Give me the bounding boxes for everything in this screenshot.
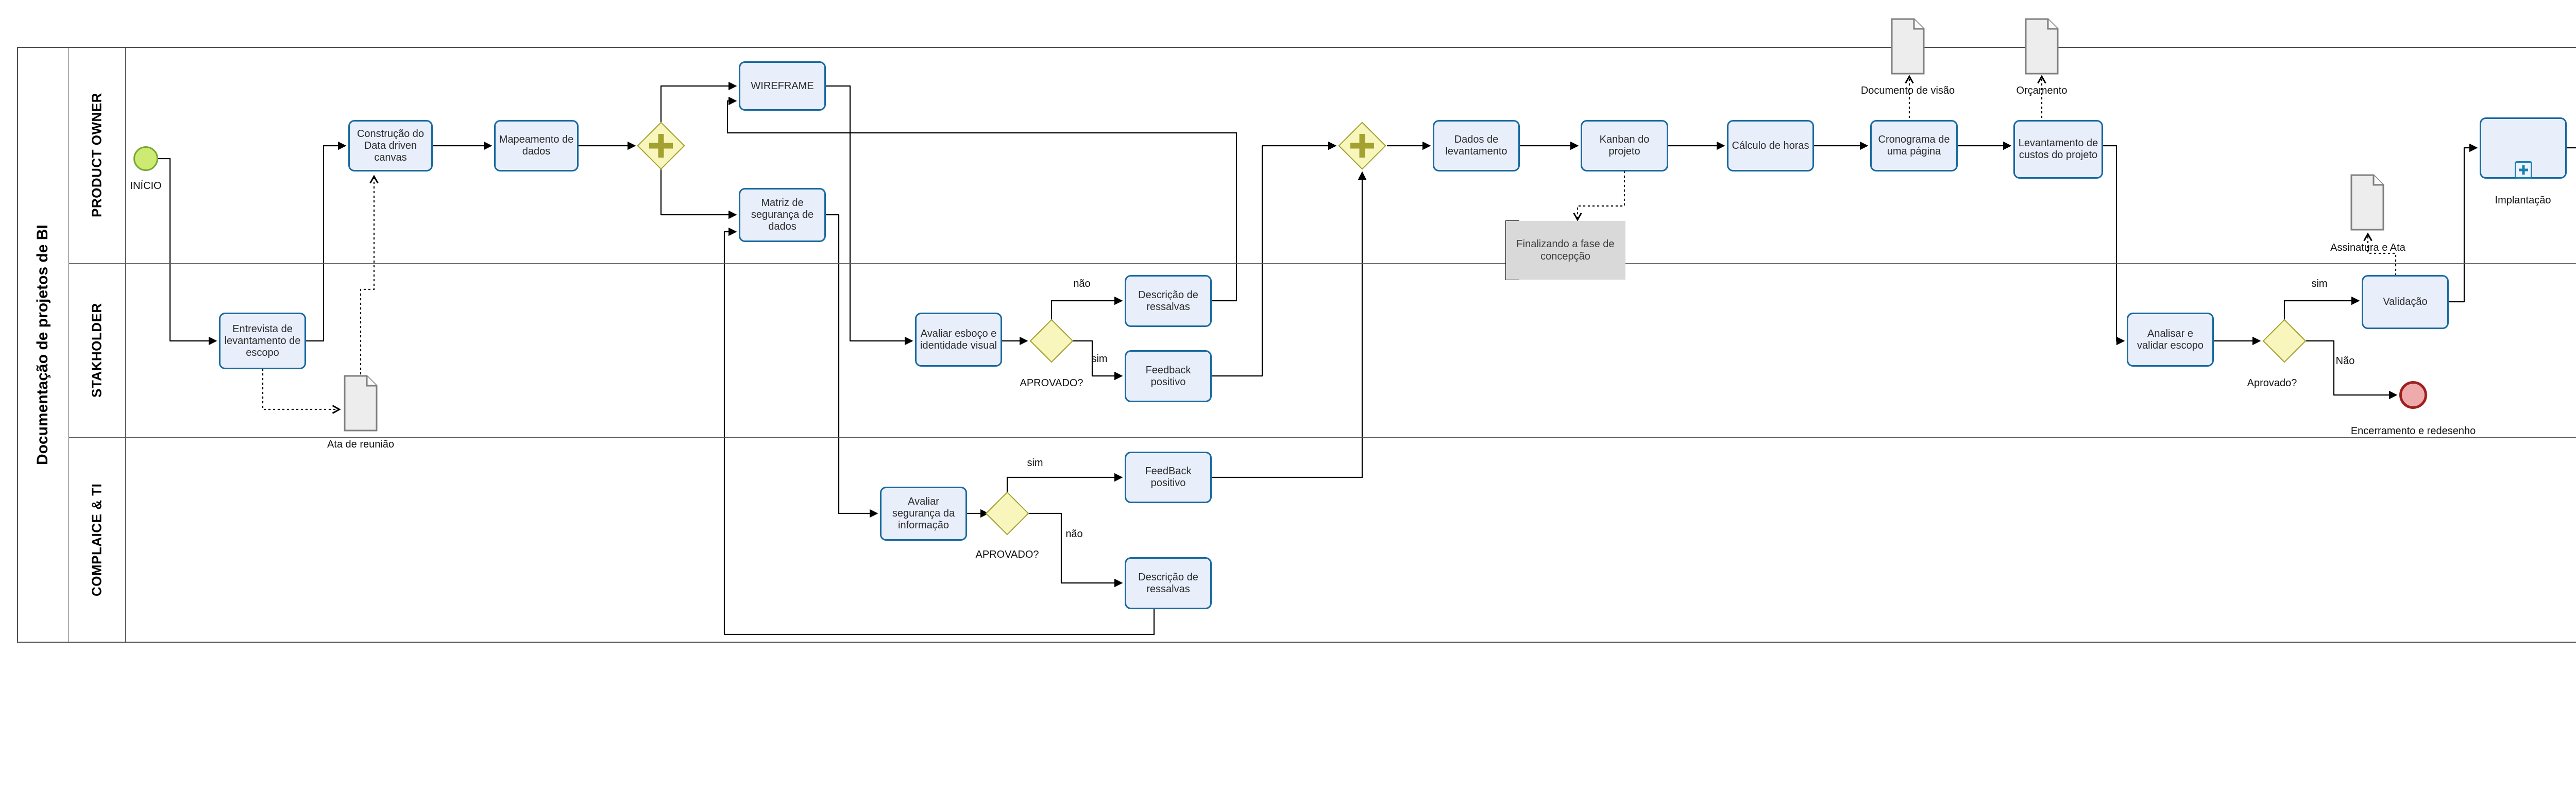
subprocess-plus-icon[interactable] bbox=[2514, 161, 2532, 179]
task-matriz-seguranca[interactable]: Matriz de segurança de dados bbox=[739, 188, 826, 242]
doc-label: Documento de visão bbox=[1860, 85, 1955, 96]
lane-divider-1 bbox=[69, 263, 2576, 264]
gateway-aprovado-escopo[interactable] bbox=[2262, 319, 2307, 363]
edge-label-nao: não bbox=[1065, 528, 1083, 540]
task-label: Analisar e validar escopo bbox=[2137, 328, 2204, 351]
task-label: Descrição de ressalvas bbox=[1138, 289, 1198, 313]
doc-label: Assinatura e Ata bbox=[2330, 242, 2405, 253]
gateway-diamond bbox=[985, 491, 1029, 536]
task-kanban-projeto[interactable]: Kanban do projeto bbox=[1581, 120, 1668, 171]
edge-label-nao: Não bbox=[2335, 355, 2355, 367]
edge-label-sim: sim bbox=[2311, 278, 2328, 289]
task-entrevista-escopo[interactable]: Entrevista de levantamento de escopo bbox=[219, 313, 306, 369]
task-calculo-horas[interactable]: Cálculo de horas bbox=[1727, 120, 1814, 171]
gateway-aprovado-seguranca[interactable] bbox=[985, 491, 1029, 536]
doc-label: Ata de reunião bbox=[327, 439, 395, 450]
task-cronograma[interactable]: Cronograma de uma página bbox=[1870, 120, 1958, 171]
end-encerramento-label: Encerramento e redesenho bbox=[2350, 425, 2476, 437]
end-event-encerramento[interactable] bbox=[2399, 381, 2427, 409]
edge-label-nao: não bbox=[1073, 278, 1091, 289]
text-annotation-finalizando[interactable]: Finalizando a fase de concepção bbox=[1505, 220, 1625, 280]
lane-divider-2 bbox=[69, 437, 2576, 438]
gateway-diamond bbox=[2262, 319, 2307, 363]
task-label: Descrição de ressalvas bbox=[1138, 571, 1198, 595]
edge-label-sim: sim bbox=[1027, 457, 1043, 469]
gateway-diamond bbox=[1029, 319, 1074, 363]
task-dados-levantamento[interactable]: Dados de levantamento bbox=[1433, 120, 1520, 171]
task-label: Mapeamento de dados bbox=[499, 134, 574, 157]
parallel-gateway-join[interactable] bbox=[1338, 122, 1386, 170]
task-levantamento-custos[interactable]: Levantamento de custos do projeto bbox=[2013, 120, 2103, 179]
task-label: Levantamento de custos do projeto bbox=[2018, 137, 2098, 161]
edge-label-sim: sim bbox=[1091, 353, 1108, 365]
task-label: Avaliar segurança da informação bbox=[892, 496, 955, 531]
task-label: FeedBack positivo bbox=[1145, 466, 1192, 489]
lane-stakholder: STAKHOLDER bbox=[89, 303, 105, 398]
task-mapeamento-dados[interactable]: Mapeamento de dados bbox=[494, 120, 579, 171]
start-event-label: INÍCIO bbox=[130, 180, 162, 192]
gateway-label: Aprovado? bbox=[2247, 377, 2297, 389]
task-label: Cálculo de horas bbox=[1732, 140, 1809, 151]
annotation-label: Finalizando a fase de concepção bbox=[1516, 238, 1615, 262]
plus-icon bbox=[1350, 143, 1374, 149]
lane-product-owner: PRODUCT OWNER bbox=[89, 93, 105, 217]
subprocess-label: Implantação bbox=[2495, 195, 2551, 206]
start-event[interactable] bbox=[133, 146, 158, 171]
parallel-gateway-split[interactable] bbox=[637, 122, 685, 170]
document-icon[interactable] bbox=[2025, 18, 2059, 77]
task-label: Entrevista de levantamento de escopo bbox=[224, 323, 301, 358]
task-label: Dados de levantamento bbox=[1445, 134, 1507, 157]
task-avaliar-seguranca[interactable]: Avaliar segurança da informação bbox=[880, 487, 967, 541]
task-label: Matriz de segurança de dados bbox=[751, 197, 814, 232]
subprocess-implantacao[interactable] bbox=[2480, 117, 2567, 179]
task-avaliar-esboco[interactable]: Avaliar esboço e identidade visual bbox=[915, 313, 1002, 367]
task-label: Construção do Data driven canvas bbox=[357, 128, 425, 163]
pool-documentacao bbox=[17, 47, 2576, 643]
gateway-label: APROVADO? bbox=[1020, 377, 1083, 389]
task-validacao[interactable]: Validação bbox=[2362, 275, 2449, 329]
pool-title: Documentação de projetos de BI bbox=[34, 225, 51, 465]
document-icon[interactable] bbox=[1891, 18, 1925, 77]
task-wireframe[interactable]: WIREFRAME bbox=[739, 61, 826, 111]
task-label: Kanban do projeto bbox=[1599, 134, 1650, 157]
plus-icon bbox=[649, 143, 673, 149]
task-feedback-positivo-stk[interactable]: Feedback positivo bbox=[1125, 350, 1212, 402]
task-feedback-positivo-ti[interactable]: FeedBack positivo bbox=[1125, 452, 1212, 503]
task-analisar-validar-escopo[interactable]: Analisar e validar escopo bbox=[2127, 313, 2214, 367]
lane-label-divider bbox=[125, 47, 126, 643]
task-construcao-canvas[interactable]: Construção do Data driven canvas bbox=[348, 120, 433, 171]
task-descricao-ressalvas-stk[interactable]: Descrição de ressalvas bbox=[1125, 275, 1212, 327]
task-label: Feedback positivo bbox=[1145, 364, 1191, 388]
document-icon[interactable] bbox=[2350, 174, 2384, 233]
task-label: Avaliar esboço e identidade visual bbox=[920, 328, 997, 351]
document-icon[interactable] bbox=[344, 375, 378, 434]
task-label: Validação bbox=[2383, 296, 2428, 307]
doc-label: Orçamento bbox=[2016, 85, 2067, 96]
gateway-aprovado-esboco[interactable] bbox=[1029, 319, 1074, 363]
lane-compliace-ti: COMPLAICE & TI bbox=[89, 483, 105, 597]
gateway-label: APROVADO? bbox=[975, 549, 1039, 560]
task-descricao-ressalvas-ti[interactable]: Descrição de ressalvas bbox=[1125, 557, 1212, 609]
task-label: WIREFRAME bbox=[751, 80, 814, 92]
task-label: Cronograma de uma página bbox=[1878, 134, 1950, 157]
